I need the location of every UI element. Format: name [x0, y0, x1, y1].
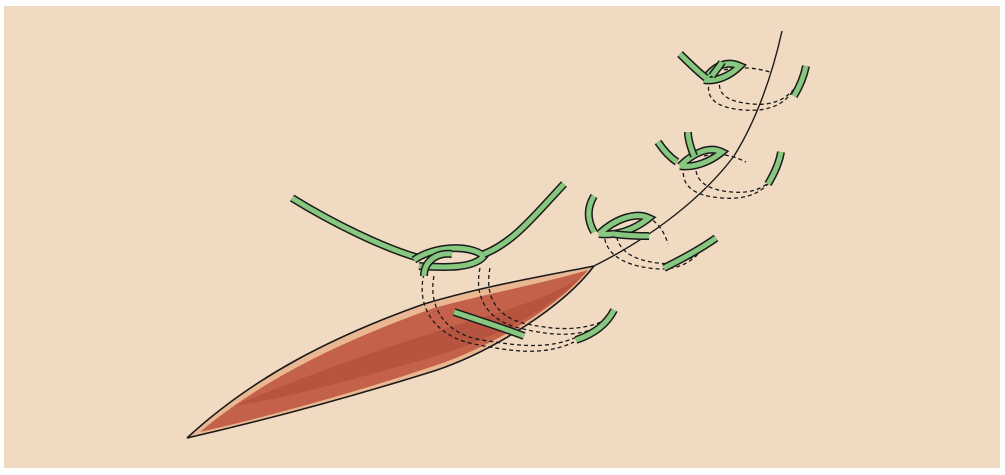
illustration-panel	[4, 6, 1000, 468]
stitch-2-tail-b	[614, 234, 649, 236]
suture-illustration	[4, 6, 1000, 468]
skin-background	[4, 6, 1000, 468]
